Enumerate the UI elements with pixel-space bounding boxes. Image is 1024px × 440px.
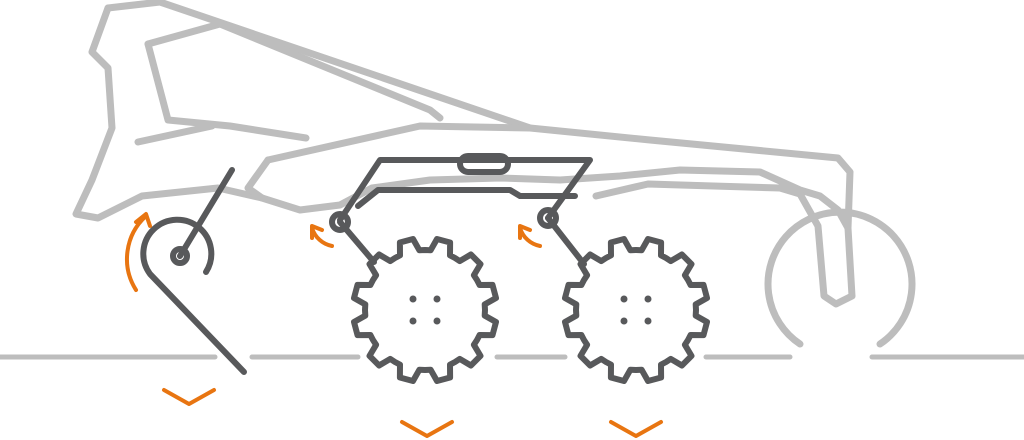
tine-pivot (170, 246, 190, 266)
tine-pivot-housing (140, 216, 247, 375)
main-frame-outline (72, 4, 856, 308)
chevron-down-icon (162, 388, 216, 406)
inner-brace (144, 20, 444, 122)
roller-linkage (329, 153, 593, 267)
front-roller-hub (409, 295, 441, 325)
linkage-pivot-rear (537, 207, 559, 229)
mechanism (140, 153, 710, 384)
front-strut (144, 40, 310, 142)
rear-roller-arm (545, 215, 587, 267)
roller-hubs (409, 295, 652, 325)
mid-beam (264, 122, 534, 164)
press-markers (162, 388, 663, 438)
chevron-down-icon (609, 420, 663, 438)
depth-wheel (764, 208, 916, 348)
front-tine (140, 167, 247, 375)
implement-frame (72, 0, 856, 308)
adjuster-block (457, 153, 511, 175)
rear-frame (592, 180, 804, 200)
curved-arrow-icon (518, 224, 542, 248)
front-roller-arm (337, 219, 377, 265)
linkage-pivot-front (329, 211, 351, 233)
tine-lever (177, 167, 235, 259)
rear-packer-roller (562, 236, 710, 384)
curved-arrow-icon (310, 224, 334, 248)
top-beam (104, 0, 854, 232)
chevron-down-icon (400, 420, 454, 438)
linkage-lower-bar (355, 187, 578, 209)
lower-rail (244, 156, 272, 202)
linkage-frame (337, 157, 593, 223)
cross-bar (134, 122, 216, 146)
curved-arrow-icon (125, 212, 152, 292)
rotation-arrows (125, 212, 542, 292)
front-packer-roller (351, 236, 499, 384)
rear-roller-hub (620, 295, 652, 325)
